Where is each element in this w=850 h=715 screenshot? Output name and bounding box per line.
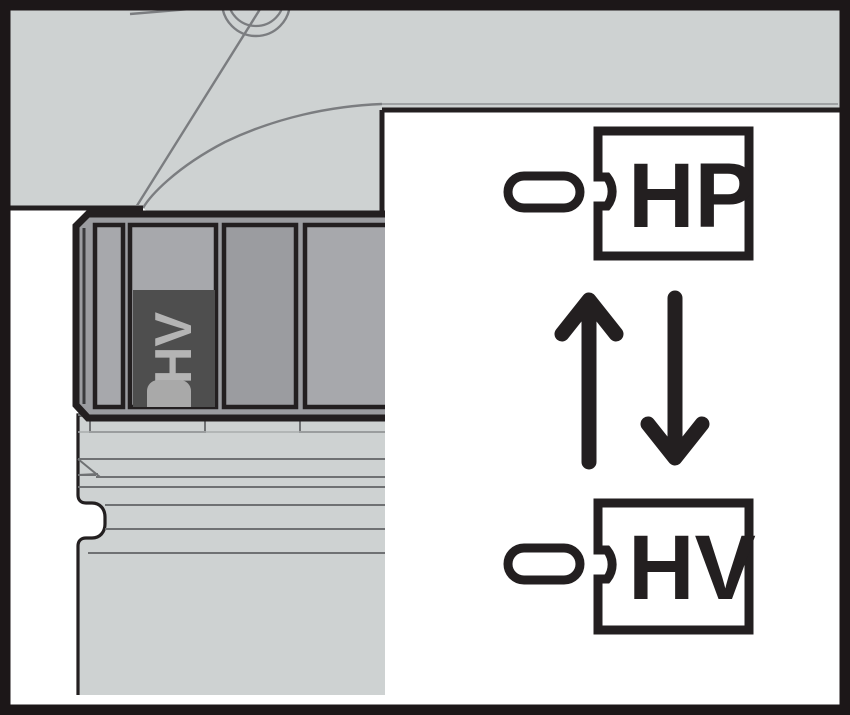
hv-box-icon: [593, 498, 754, 635]
collar-rib: [92, 222, 126, 410]
background-gray-panel: [10, 10, 840, 214]
legend-hv-group[interactable]: HV: [503, 498, 756, 635]
inner-artwork: HV HP: [10, 10, 840, 695]
hv-port-pill-icon: [503, 543, 585, 585]
arrow-down: [640, 290, 710, 466]
collar-indicator-panel: HV: [133, 290, 215, 407]
hp-label: HP: [628, 145, 756, 247]
background-contours: [129, 10, 838, 213]
hv-label: HV: [628, 517, 756, 619]
hp-box-icon: [593, 126, 754, 261]
collar-rib: [302, 222, 392, 410]
collar-indicator-label: HV: [145, 312, 203, 385]
arrow-up: [554, 292, 624, 470]
legend-hp-group[interactable]: HP: [503, 126, 756, 261]
collar-pointer-marker: [147, 380, 191, 407]
bottom-tick-marks: [8, 710, 454, 715]
knurled-selector-collar[interactable]: HV: [72, 210, 453, 422]
collar-rib: [221, 222, 299, 410]
hp-port-pill-icon: [503, 171, 585, 213]
